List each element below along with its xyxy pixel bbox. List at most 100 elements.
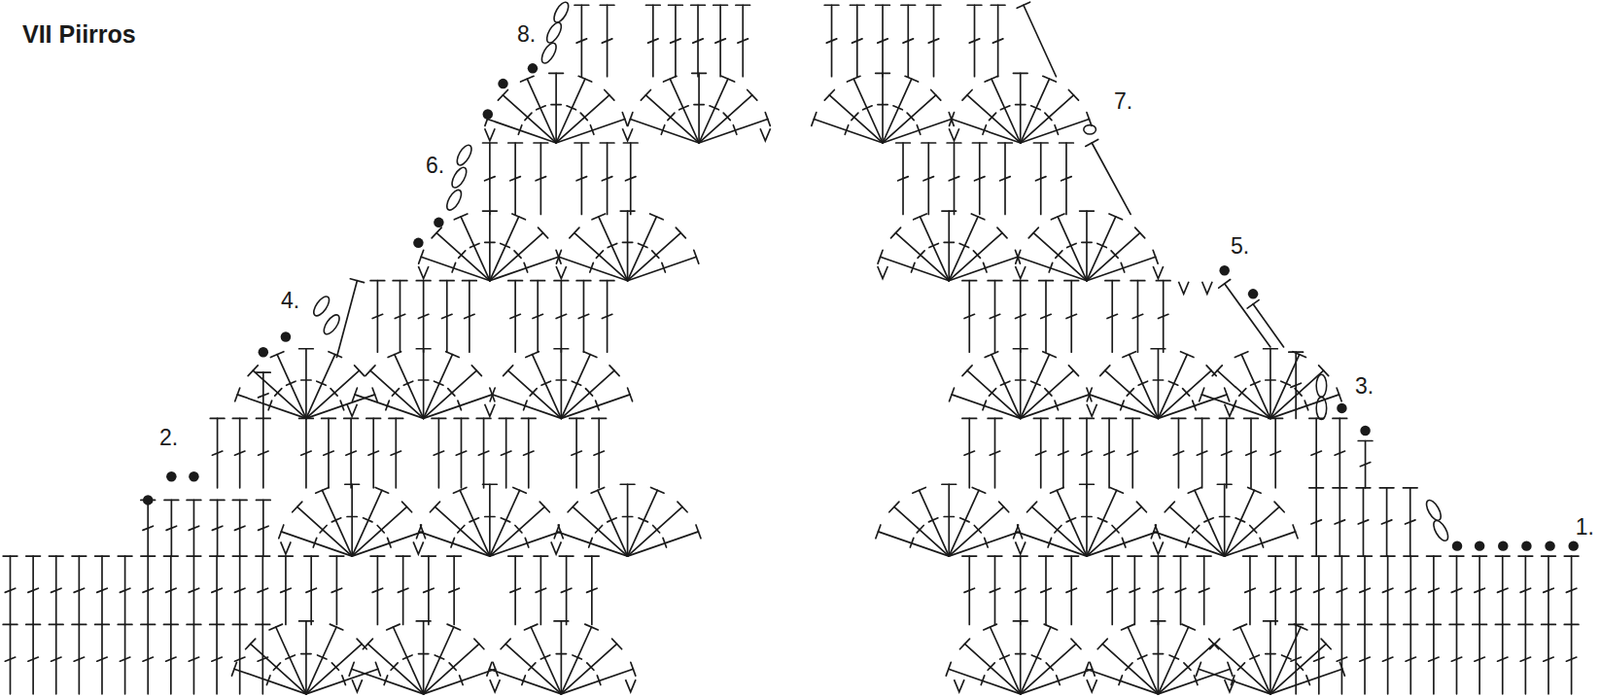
fan-stitch bbox=[231, 661, 237, 676]
fan-stitch bbox=[486, 661, 492, 676]
treble-stitch bbox=[336, 280, 357, 358]
treble-stitch bbox=[26, 555, 41, 557]
treble-stitch bbox=[1102, 417, 1117, 420]
chain-dot bbox=[433, 217, 444, 228]
treble-stitch bbox=[1290, 382, 1301, 387]
treble-stitch bbox=[234, 451, 244, 455]
fan-stitch bbox=[1319, 365, 1329, 377]
fan-stitch bbox=[598, 216, 628, 281]
fan-stitch bbox=[846, 75, 860, 82]
fan-stitch bbox=[1240, 626, 1271, 695]
fan-stitch bbox=[1056, 489, 1087, 557]
fan-stitch bbox=[235, 387, 241, 402]
fan-stitch bbox=[595, 400, 600, 411]
treble-stitch bbox=[989, 588, 1000, 592]
fan-stitch bbox=[916, 125, 921, 136]
fan-stitch bbox=[270, 351, 283, 358]
fan-stitch bbox=[1033, 233, 1087, 281]
fan-stitch bbox=[913, 213, 927, 220]
fan-stitch bbox=[523, 624, 537, 630]
fan-stitch bbox=[556, 379, 566, 382]
treble-stitch bbox=[368, 451, 379, 455]
fan-stitch bbox=[1138, 381, 1148, 385]
fan-stitch bbox=[948, 256, 1018, 281]
fan-stitch bbox=[250, 643, 307, 694]
treble-stitch bbox=[234, 525, 244, 530]
fan-stitch bbox=[418, 249, 424, 264]
treble-stitch bbox=[366, 417, 382, 420]
treble-stitch bbox=[852, 38, 863, 43]
treble-stitch bbox=[1497, 588, 1508, 592]
fan-stitch bbox=[583, 351, 596, 358]
treble-stitch bbox=[370, 279, 385, 282]
fan-stitch bbox=[1068, 89, 1079, 101]
treble-stitch bbox=[1402, 486, 1418, 489]
fan-stitch bbox=[929, 243, 939, 247]
fan-stitch bbox=[609, 365, 620, 377]
fan-stitch bbox=[351, 531, 423, 557]
fan-stitch bbox=[1157, 643, 1214, 694]
fan-stitch bbox=[1086, 233, 1141, 281]
fan-stitch bbox=[266, 675, 271, 686]
fan-stitch bbox=[350, 484, 353, 557]
fan-stitch bbox=[422, 348, 425, 419]
fan-stitch bbox=[604, 89, 615, 101]
single-crochet bbox=[625, 679, 635, 693]
treble-stitch bbox=[1449, 555, 1464, 557]
fan-stitch bbox=[532, 354, 562, 419]
fan-stitch bbox=[1248, 486, 1261, 493]
fan-stitch bbox=[1079, 209, 1095, 212]
fan-stitch bbox=[709, 105, 719, 110]
treble-stitch bbox=[585, 555, 600, 557]
fan-stitch bbox=[370, 370, 424, 418]
fan-stitch bbox=[1086, 387, 1092, 402]
fan-stitch bbox=[469, 518, 479, 522]
treble-stitch bbox=[1058, 451, 1069, 455]
fan-stitch bbox=[698, 118, 768, 143]
fan-stitch bbox=[1047, 537, 1052, 548]
fan-stitch bbox=[306, 626, 337, 695]
treble-stitch bbox=[1520, 588, 1531, 592]
fan-stitch bbox=[965, 643, 1021, 694]
treble-stitch bbox=[523, 451, 534, 455]
single-crochet bbox=[1178, 281, 1188, 295]
fan-stitch bbox=[1086, 216, 1116, 281]
fan-stitch bbox=[585, 388, 592, 396]
treble-stitch bbox=[998, 141, 1013, 144]
fan-stitch bbox=[572, 506, 627, 557]
fan-stitch bbox=[1235, 518, 1245, 522]
treble-stitch bbox=[1290, 657, 1301, 661]
fan-stitch bbox=[392, 626, 423, 695]
single-crochet bbox=[954, 679, 965, 693]
fan-stitch bbox=[391, 388, 399, 396]
treble-stitch bbox=[1252, 304, 1284, 348]
treble-stitch bbox=[625, 176, 635, 181]
treble-stitch bbox=[1314, 657, 1324, 661]
chain-dot bbox=[280, 331, 291, 342]
single-crochet bbox=[347, 404, 357, 418]
fan-stitch bbox=[983, 262, 988, 273]
fan-stitch bbox=[1164, 501, 1175, 513]
fan-stitch bbox=[697, 72, 700, 143]
fan-stitch bbox=[316, 381, 326, 385]
fan-stitch bbox=[1306, 675, 1311, 686]
treble-stitch bbox=[569, 417, 585, 420]
fan-stitch bbox=[505, 643, 561, 694]
fan-stitch bbox=[423, 643, 480, 694]
fan-stitch bbox=[560, 626, 592, 695]
treble-stitch bbox=[1334, 520, 1345, 524]
treble-stitch bbox=[370, 555, 385, 557]
treble-stitch bbox=[875, 3, 891, 6]
row-number: 7. bbox=[1113, 90, 1133, 113]
fan-stitch bbox=[1192, 525, 1200, 533]
fan-stitch bbox=[948, 489, 979, 557]
treble-stitch bbox=[1428, 588, 1439, 592]
treble-stitch bbox=[898, 176, 908, 181]
fan-stitch bbox=[277, 354, 307, 419]
fan-stitch bbox=[627, 506, 683, 557]
treble-stitch bbox=[388, 417, 404, 420]
fan-stitch bbox=[297, 506, 352, 557]
fan-stitch bbox=[1270, 643, 1326, 694]
treble-stitch bbox=[433, 451, 444, 455]
fan-stitch bbox=[556, 78, 586, 143]
